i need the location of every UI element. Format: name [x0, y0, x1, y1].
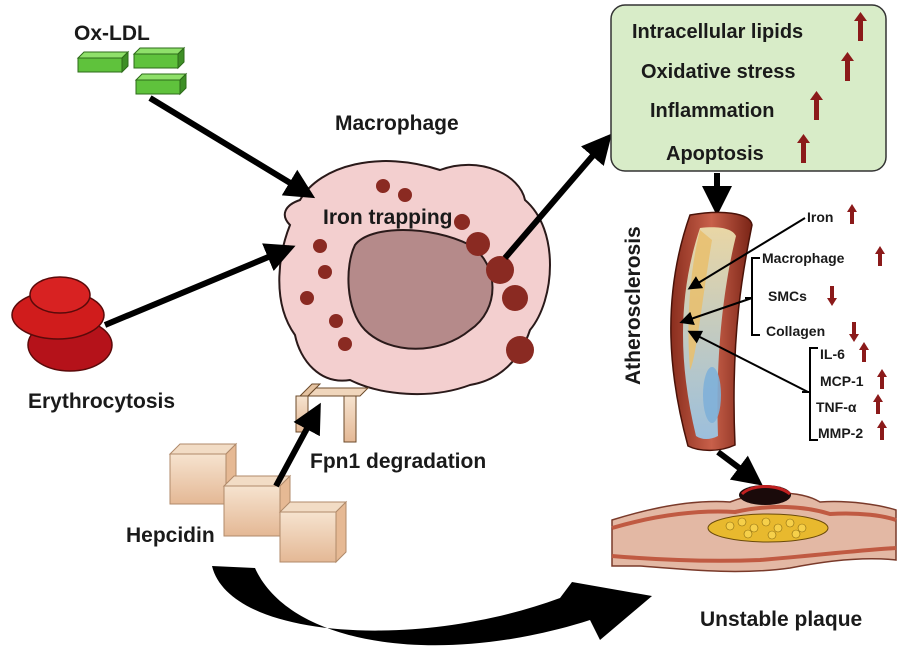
curved-arrow-hepcidin-to-plaque — [212, 566, 652, 645]
up-arrow-icon — [873, 394, 883, 414]
bracket-group-a — [745, 258, 760, 335]
down-arrow-icon — [849, 322, 859, 342]
marker-il6-label: IL-6 — [820, 346, 845, 362]
iron-trapping-label: Iron trapping — [323, 206, 453, 229]
marker-macrophage-label: Macrophage — [762, 250, 845, 266]
vessel-cross-section — [671, 212, 752, 450]
effect-item: Oxidative stress — [641, 61, 796, 83]
marker-mmp2-label: MMP-2 — [818, 425, 863, 441]
ox-ldl-block-2 — [134, 48, 184, 68]
ox-ldl-label: Ox-LDL — [74, 22, 150, 45]
effect-item: Apoptosis — [666, 143, 764, 165]
marker-mcp1-label: MCP-1 — [820, 373, 864, 389]
arrow-oxldl-to-macrophage — [150, 98, 310, 195]
up-arrow-icon — [877, 369, 887, 389]
down-arrow-icon — [827, 286, 837, 306]
bracket-group-b — [802, 348, 818, 440]
ox-ldl-block-3 — [136, 74, 186, 94]
up-arrow-icon — [877, 420, 887, 440]
marker-iron-label: Iron — [807, 209, 833, 225]
unstable-plaque-label: Unstable plaque — [700, 608, 862, 631]
marker-collagen-label: Collagen — [766, 323, 825, 339]
hepcidin-label: Hepcidin — [126, 524, 215, 547]
erythrocytosis-label: Erythrocytosis — [28, 390, 175, 413]
marker-tnfa-label: TNF-α — [816, 399, 857, 415]
up-arrow-icon — [875, 246, 885, 266]
macrophage-label: Macrophage — [335, 112, 459, 135]
arrow-vessel-to-plaque — [718, 452, 758, 482]
fpn1-degradation-label: Fpn1 degradation — [310, 450, 486, 473]
atherosclerosis-label: Atherosclerosis — [622, 226, 645, 385]
marker-smcs-label: SMCs — [768, 288, 807, 304]
ox-ldl-block-1 — [78, 52, 128, 72]
unstable-plaque-illustration — [612, 485, 896, 572]
up-arrow-icon — [859, 342, 869, 362]
effect-item: Intracellular lipids — [632, 21, 803, 43]
erythrocytes-icon — [12, 277, 112, 371]
ox-ldl-group: Ox-LDL — [74, 22, 186, 94]
up-arrow-icon — [847, 204, 857, 224]
arrow-erythrocytes-to-macrophage — [105, 248, 290, 325]
effect-item: Inflammation — [650, 100, 774, 122]
